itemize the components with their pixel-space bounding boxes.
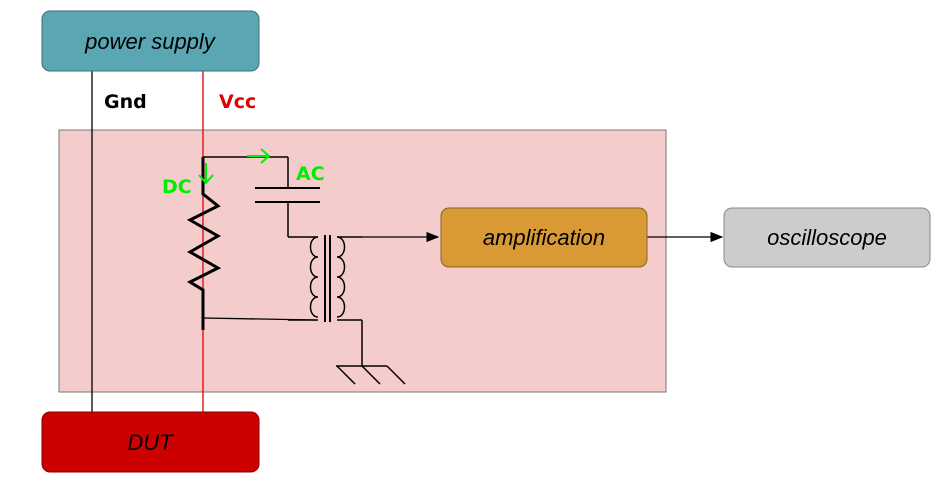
ac-label: AC <box>296 163 325 185</box>
gnd-label: Gnd <box>104 91 147 113</box>
ground-symbol <box>336 365 406 385</box>
vcc-label: Vcc <box>219 91 256 113</box>
resistor <box>186 157 222 330</box>
oscilloscope-label: oscilloscope <box>767 225 887 250</box>
dc-label: DC <box>162 176 192 198</box>
dc-current-arrow <box>198 163 214 185</box>
transformer <box>288 235 363 366</box>
ac-current-arrow <box>247 148 271 164</box>
amplification-label: amplification <box>483 225 605 250</box>
capacitor <box>255 157 320 237</box>
dut-box <box>41 411 260 473</box>
power-supply-box <box>41 10 260 72</box>
dut-label: DUT <box>127 430 174 455</box>
amplification-box <box>440 207 648 268</box>
power-supply-label: power supply <box>84 29 217 54</box>
oscilloscope-box <box>723 207 931 268</box>
